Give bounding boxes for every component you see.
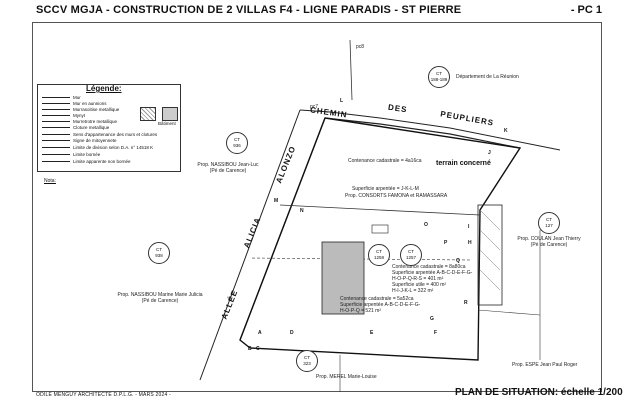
chemin-edge bbox=[324, 117, 521, 149]
legend-item: Limite de division selon D.A. n° 14518 K bbox=[42, 145, 153, 150]
area-2: H-O-P-Q-R-S = 401 m² bbox=[392, 276, 444, 282]
legend-hatch-swatch bbox=[140, 107, 156, 121]
legend-item: Signe de mitoyennete bbox=[42, 138, 117, 143]
superficie-3: Superficie arpentée A-B-C-D-E-F-G- bbox=[340, 302, 421, 308]
nota-label: Nota: bbox=[44, 178, 56, 184]
division-line bbox=[279, 204, 481, 216]
sheet-border bbox=[32, 22, 602, 392]
road-line bbox=[349, 39, 353, 101]
point-label: O bbox=[424, 222, 428, 228]
pc8-label: pc8 bbox=[356, 44, 365, 50]
point-label: H bbox=[468, 240, 472, 246]
neighbour-building bbox=[477, 204, 503, 306]
prop-bottom-right: Prop. ESPE Jean Paul Roger bbox=[512, 362, 578, 368]
legend-item: Murretrotre metallique bbox=[42, 119, 117, 124]
parcel-label: Prop. NASSIBOU Marine Marie Julicia (Pé … bbox=[117, 292, 203, 304]
point-label: B bbox=[248, 346, 252, 352]
plan-title: PLAN DE SITUATION: échelle 1/200 bbox=[455, 387, 623, 398]
point-label: E bbox=[370, 330, 374, 336]
boundary-line bbox=[477, 309, 541, 316]
parcel-outline bbox=[239, 117, 522, 361]
legend-item: Mur en aunnions bbox=[42, 101, 107, 106]
point-label: L bbox=[340, 98, 344, 104]
prop-consorts: Prop. CONSORTS FAMONA et RAMASSARA bbox=[345, 193, 448, 199]
point-label: R bbox=[464, 300, 468, 306]
legend-item: Murrasoitise metallique bbox=[42, 107, 119, 112]
point-label: J bbox=[488, 150, 491, 156]
point-label: D bbox=[290, 330, 294, 336]
allee-edge-left bbox=[199, 109, 301, 381]
small-structure bbox=[371, 224, 389, 234]
chemin-edge-top bbox=[299, 109, 561, 151]
superficie-1: Superficie arpentée = J-K-L-M bbox=[352, 186, 419, 192]
parcel-label: Département de La Réunion bbox=[456, 74, 519, 80]
legend-box: Légende: Mur Mur en aunnions Murrasoitis… bbox=[37, 84, 181, 172]
pc7-label: pc7 bbox=[310, 104, 319, 110]
area-3: H-I-J-K-L = 322 m² bbox=[392, 288, 434, 294]
architect-credit: ODILE MENGUY ARCHITECTE D.P.L.G. - MARS … bbox=[36, 392, 171, 398]
page-number: - PC 1 bbox=[570, 4, 602, 16]
legend-item: Limite apparente non bornée bbox=[42, 159, 131, 164]
contenance-3: Contenance cadastrale = 5a52ca bbox=[340, 296, 414, 302]
page-title: SCCV MGJA - CONSTRUCTION DE 2 VILLAS F4 … bbox=[36, 4, 462, 16]
contenance-1: Contenance cadastrale = 4a16ca bbox=[348, 158, 422, 164]
legend-item: Cloture metallique bbox=[42, 125, 109, 130]
point-label: P bbox=[444, 240, 448, 246]
point-label: M bbox=[274, 198, 279, 204]
building-1 bbox=[321, 241, 365, 315]
point-label: K bbox=[504, 128, 508, 134]
superficie-utile: Superficie utile = 400 m² bbox=[392, 282, 447, 288]
point-label: G bbox=[430, 316, 434, 322]
point-label: I bbox=[468, 224, 470, 230]
legend-item: Sens d'appartenance des murs et clotures bbox=[42, 132, 157, 137]
legend-batiment-label: Bâtiment bbox=[158, 121, 176, 126]
superficie-2: Superficie arpentée A-B-C-D-E-F-G- bbox=[392, 270, 473, 276]
point-label: Q bbox=[456, 258, 460, 264]
legend-item: Mur bbox=[42, 95, 81, 100]
point-label: A bbox=[258, 330, 262, 336]
area-4: H-O-P-Q = 521 m² bbox=[340, 308, 381, 314]
point-label: C bbox=[256, 346, 260, 352]
legend-item: Mynyt bbox=[42, 113, 85, 118]
legend-building-swatch bbox=[162, 107, 178, 121]
legend-item: Limite bornée bbox=[42, 152, 100, 157]
point-label: F bbox=[434, 330, 438, 336]
contenance-2: Contenance cadastrale = 8a80ca bbox=[392, 264, 466, 270]
parcel-label: Prop. NASSIBOU Jean-Luc (Pé de Carence) bbox=[197, 162, 259, 174]
legend-title: Légende: bbox=[86, 84, 122, 93]
parcel-label: Prop. MEREL Marie-Louise bbox=[316, 374, 377, 380]
parcel-label: Prop. COULAN Jean Thierry (Pé de Carence… bbox=[517, 236, 581, 248]
terrain-concerne-label: terrain concerné bbox=[436, 160, 491, 167]
point-label: N bbox=[300, 208, 304, 214]
